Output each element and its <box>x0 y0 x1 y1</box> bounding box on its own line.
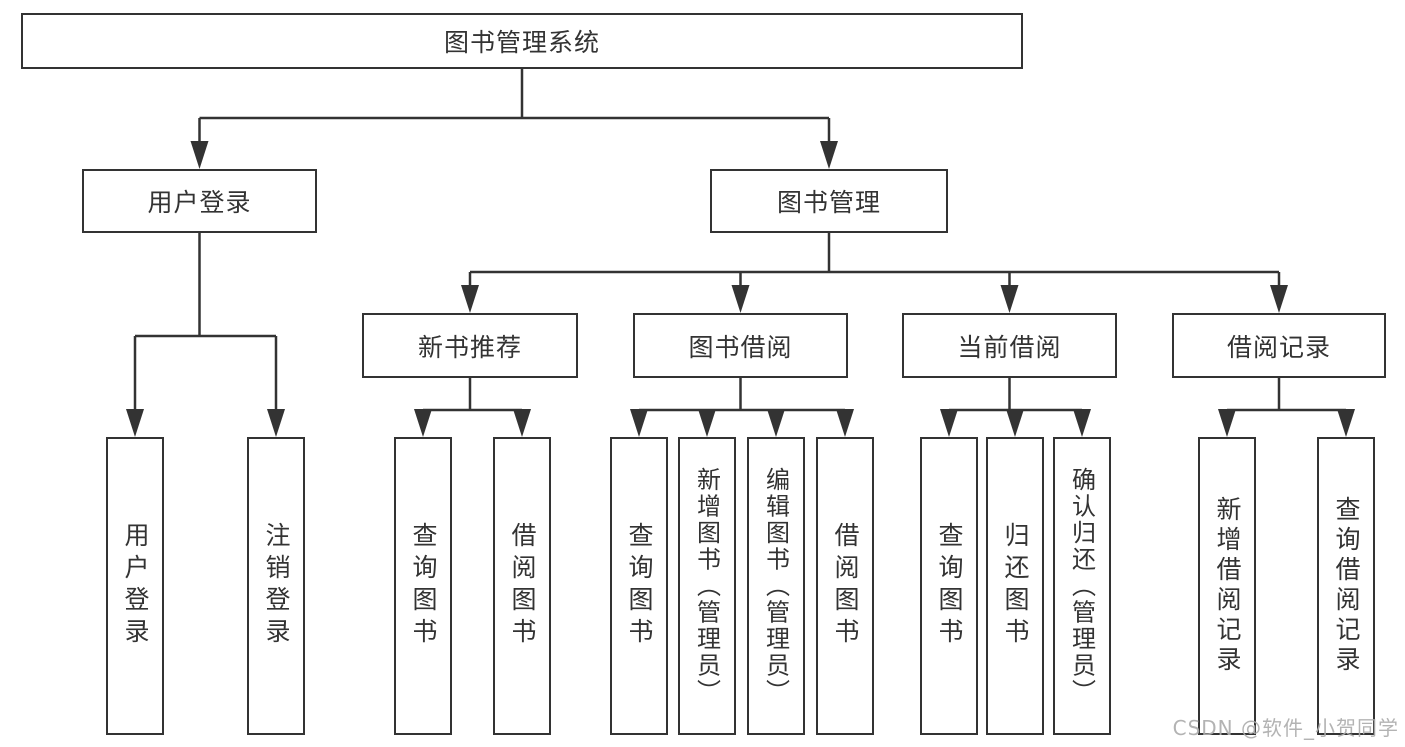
arrowhead <box>461 285 479 313</box>
leaf-br-add-record: 新增借阅记录 <box>1198 437 1256 735</box>
leaf-label: 借阅图书 <box>508 522 537 650</box>
arrowhead <box>698 409 716 437</box>
leaf-label: 用户登录 <box>121 522 150 650</box>
node-book-management: 图书管理 <box>710 169 948 233</box>
arrowhead <box>1270 285 1288 313</box>
leaf-label: 注销登录 <box>262 522 291 650</box>
leaf-label: 借阅图书 <box>831 522 860 650</box>
leaf-label: 查询图书 <box>625 522 654 650</box>
arrowhead <box>414 409 432 437</box>
leaf-cb-query-book: 查询图书 <box>920 437 978 735</box>
node-new-book-recommend: 新书推荐 <box>362 313 578 378</box>
connector-bookborrow-to-children <box>639 378 845 412</box>
arrowheads <box>126 141 1355 437</box>
connector-borrowrecords-to-children <box>1227 378 1346 412</box>
leaf-nbr-borrow-book: 借阅图书 <box>493 437 551 735</box>
leaf-user-login: 用户登录 <box>106 437 164 735</box>
leaf-nbr-query-book: 查询图书 <box>394 437 452 735</box>
csdn-watermark: CSDN @软件_小贺同学 <box>1172 716 1399 740</box>
arrowhead <box>1218 409 1236 437</box>
connector-root-to-level2 <box>198 69 831 145</box>
leaf-label: 归还图书 <box>1001 522 1030 650</box>
leaf-label: 确认归还（管理员） <box>1067 466 1096 706</box>
leaf-label: 新增借阅记录 <box>1213 496 1242 676</box>
leaf-label: 查询图书 <box>409 522 438 650</box>
leaf-label: 新增图书（管理员） <box>692 466 721 706</box>
node-current-borrow: 当前借阅 <box>902 313 1117 378</box>
node-root: 图书管理系统 <box>21 13 1023 69</box>
leaf-br-query-record: 查询借阅记录 <box>1317 437 1375 735</box>
leaf-cb-confirm-return-admin: 确认归还（管理员） <box>1053 437 1111 735</box>
leaf-label: 查询借阅记录 <box>1332 496 1361 676</box>
connector-bookmgmt-to-level3 <box>468 233 1281 288</box>
arrowhead <box>190 141 209 169</box>
node-book-borrow: 图书借阅 <box>633 313 848 378</box>
leaf-cb-return-book: 归还图书 <box>986 437 1044 735</box>
arrowhead <box>1000 285 1019 313</box>
arrowhead <box>836 409 854 437</box>
leaf-bb-edit-book-admin: 编辑图书（管理员） <box>747 437 805 735</box>
arrowhead <box>731 285 750 313</box>
arrowhead <box>1337 409 1355 437</box>
node-user-login: 用户登录 <box>82 169 317 233</box>
connector-currentborrow-to-children <box>949 378 1082 412</box>
arrowhead <box>1006 409 1024 437</box>
leaf-bb-add-book-admin: 新增图书（管理员） <box>678 437 736 735</box>
arrowhead <box>820 141 838 169</box>
connector-newbookrec-to-children <box>423 378 522 412</box>
arrowhead <box>767 409 785 437</box>
leaf-logout-login: 注销登录 <box>247 437 305 735</box>
arrowhead <box>267 409 285 437</box>
arrowhead <box>940 409 958 437</box>
node-borrow-records: 借阅记录 <box>1172 313 1386 378</box>
arrowhead <box>513 409 531 437</box>
arrowhead <box>630 409 648 437</box>
leaf-label: 编辑图书（管理员） <box>761 466 790 706</box>
connector-userlogin-to-children <box>133 233 278 412</box>
leaf-label: 查询图书 <box>935 522 964 650</box>
leaf-bb-borrow-book: 借阅图书 <box>816 437 874 735</box>
arrowhead <box>1073 409 1091 437</box>
arrowhead <box>126 409 144 437</box>
leaf-bb-query-book: 查询图书 <box>610 437 668 735</box>
